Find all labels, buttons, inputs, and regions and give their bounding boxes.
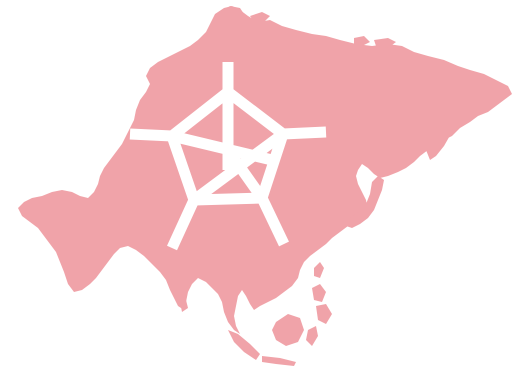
arctic-island-3: [354, 36, 370, 46]
pentagon-star-web-icon: [129, 62, 327, 251]
philippines-1: [312, 284, 326, 302]
asia-mainland: [18, 6, 512, 334]
sulawesi-island: [306, 326, 318, 346]
borneo-island: [272, 314, 304, 346]
arctic-island-4: [374, 38, 396, 48]
philippines-2: [316, 304, 332, 324]
taiwan-island: [314, 262, 324, 278]
java-island: [262, 356, 296, 366]
kamchatka: [426, 112, 456, 160]
sri-lanka-island: [180, 300, 188, 312]
sumatra-island: [228, 330, 260, 360]
arctic-island-2: [250, 12, 270, 22]
japan-island: [346, 176, 384, 228]
arctic-island-1: [222, 6, 244, 18]
